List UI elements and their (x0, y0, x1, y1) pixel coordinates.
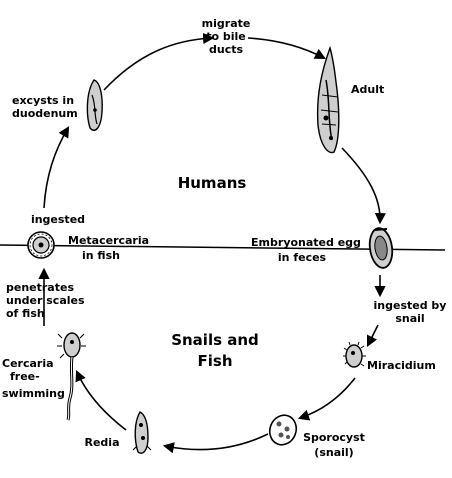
embryonated-egg-icon (368, 227, 394, 269)
svg-text:excysts in: excysts in (12, 94, 74, 107)
svg-text:migrate: migrate (202, 17, 251, 30)
arrow-miracidium-to-sporocyst (297, 377, 356, 421)
arrow-to-miracidium (366, 324, 379, 348)
label-miracidium: Miracidium (367, 359, 436, 372)
svg-text:to bile: to bile (206, 30, 246, 43)
label-adult: Adult (351, 83, 384, 96)
arrow-adult-to-egg (341, 147, 386, 225)
svg-text:Embryonated egg: Embryonated egg (251, 236, 361, 249)
svg-text:(snail): (snail) (314, 446, 353, 459)
svg-text:in fish: in fish (82, 249, 120, 262)
cercaria-icon (57, 332, 86, 421)
region-label-snails-fish-line2: Fish (198, 352, 233, 370)
label-migrate-to-bile-ducts: migrate to bile ducts (202, 17, 251, 56)
label-embryonated-egg: Embryonated egg in feces (251, 236, 361, 264)
svg-text:penetrates: penetrates (6, 281, 74, 294)
svg-text:Cercaria: Cercaria (2, 357, 54, 370)
svg-text:of fish: of fish (6, 307, 45, 320)
arrow-sporocyst-to-redia (162, 433, 269, 454)
arrow-redia-to-cercaria (75, 369, 127, 431)
label-sporocyst: Sporocyst (snail) (303, 431, 365, 459)
region-label-humans: Humans (178, 174, 247, 192)
arrow-to-adult (247, 37, 326, 60)
label-metacercaria: Metacercaria in fish (68, 234, 149, 262)
arrow-to-bile-ducts (103, 32, 215, 91)
svg-text:Sporocyst: Sporocyst (303, 431, 365, 444)
svg-text:free-: free- (10, 370, 40, 383)
svg-text:ingested by: ingested by (374, 299, 447, 312)
svg-text:Metacercaria: Metacercaria (68, 234, 149, 247)
label-excysts-in-duodenum: excysts in duodenum (12, 94, 78, 120)
miracidium-icon (343, 341, 366, 368)
label-ingested-by-snail: ingested by snail (374, 299, 447, 325)
adult-fluke-icon (316, 45, 340, 154)
region-label-snails-fish-line1: Snails and (171, 331, 259, 349)
juvenile-fluke-icon (86, 79, 103, 131)
svg-text:under scales: under scales (6, 294, 85, 307)
label-redia: Redia (85, 436, 120, 449)
svg-text:swimming: swimming (2, 387, 65, 400)
svg-text:in feces: in feces (278, 251, 327, 264)
label-penetrates: penetrates under scales of fish (6, 281, 85, 320)
label-ingested: ingested (31, 213, 85, 226)
arrow-ingested-to-duodenum (43, 126, 70, 209)
svg-text:ducts: ducts (209, 43, 243, 56)
label-cercaria: Cercaria free- swimming (2, 357, 65, 400)
svg-text:duodenum: duodenum (12, 107, 78, 120)
sporocyst-icon (268, 414, 298, 446)
metacercaria-icon (27, 231, 55, 259)
redia-icon (132, 411, 152, 454)
cycle-arrows (38, 32, 386, 454)
svg-text:snail: snail (395, 312, 424, 325)
